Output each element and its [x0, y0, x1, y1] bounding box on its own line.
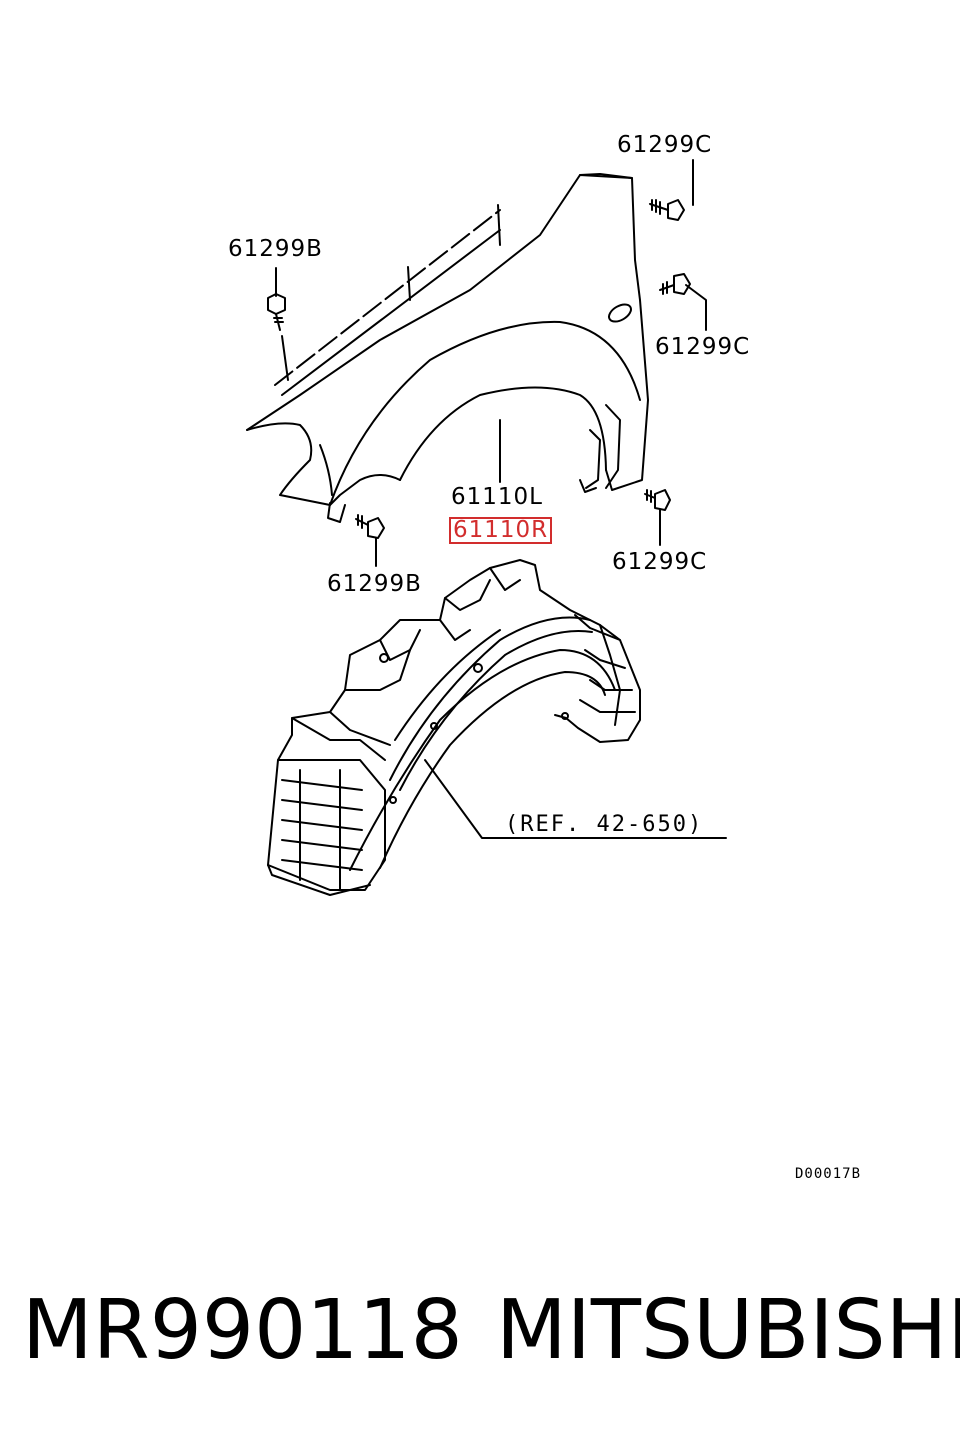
bolt-c-bottom-drawing	[644, 489, 671, 546]
part-number: MR990118	[22, 1283, 463, 1378]
label-bolt-c-bottom: 61299C	[612, 549, 708, 575]
bolt-b-left-drawing	[267, 267, 289, 381]
brand-name: MITSUBISHI	[496, 1283, 960, 1378]
bolt-b-bottom-drawing	[355, 514, 385, 567]
label-fender-left[interactable]: 61110L	[451, 484, 543, 510]
fender-liner-drawing	[267, 559, 641, 896]
label-bolt-c-right: 61299C	[655, 334, 751, 360]
label-bolt-b-left: 61299B	[228, 236, 323, 262]
front-fender-drawing	[246, 173, 649, 523]
bolt-c-top-drawing	[649, 159, 694, 221]
footer-caption: MR990118 MITSUBISHI	[0, 1290, 960, 1390]
label-reference: (REF. 42-650)	[505, 812, 704, 837]
reference-leader-line	[424, 759, 727, 839]
label-fender-right-highlighted[interactable]: 61110R	[449, 517, 553, 544]
bolt-c-right-drawing	[659, 273, 707, 331]
diagram-code: D00017B	[795, 1166, 862, 1182]
label-bolt-c-top: 61299C	[617, 132, 713, 158]
label-bolt-b-bottom: 61299B	[327, 571, 422, 597]
